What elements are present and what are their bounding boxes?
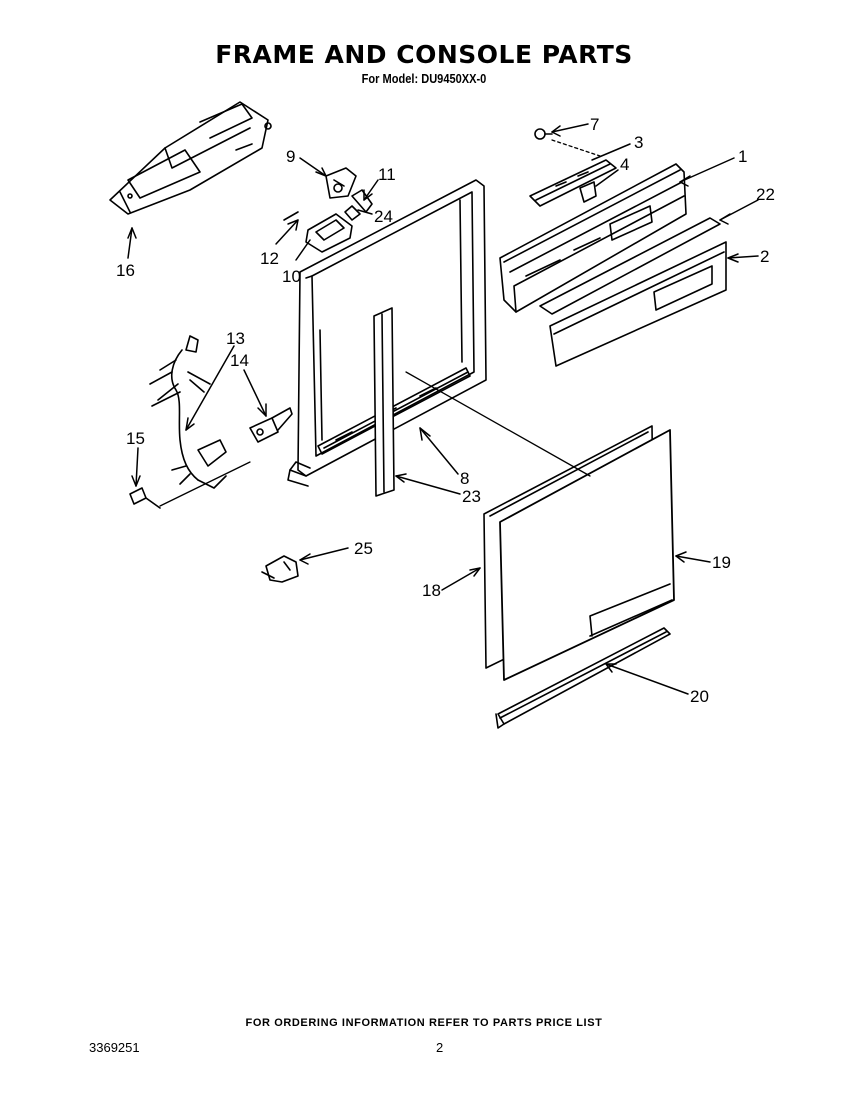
part-19-door-panel <box>499 429 675 681</box>
part-15-screw <box>129 487 161 509</box>
callout-11: 11 <box>378 165 396 184</box>
callout-19: 19 <box>712 553 731 572</box>
callout-1: 1 <box>738 147 747 166</box>
callout-10: 10 <box>282 267 301 286</box>
part-25-clip <box>261 555 299 583</box>
part-1-console-panel <box>499 163 687 313</box>
part-9-11-24-hinge-assembly <box>325 167 373 221</box>
page-number: 2 <box>436 1040 444 1055</box>
document-number: 3369251 <box>89 1040 140 1055</box>
callout-23: 23 <box>462 487 481 506</box>
part-16-cover-bracket <box>109 101 272 215</box>
part-20-bottom-trim <box>495 627 671 729</box>
part-7-screw <box>534 128 553 140</box>
part-13-wire-harness <box>149 335 227 489</box>
part-22-console-trim <box>539 217 721 315</box>
part-3-console-bracket <box>529 159 617 207</box>
callout-7: 7 <box>590 115 599 134</box>
callout-labels: 1 2 3 4 7 8 9 10 11 12 13 14 15 16 18 19… <box>116 115 775 706</box>
leader-lines <box>127 123 759 695</box>
assembly-guide-lines <box>159 139 601 507</box>
ordering-note: FOR ORDERING INFORMATION REFER TO PARTS … <box>245 1017 603 1029</box>
part-23-trim-strip <box>373 307 395 497</box>
callout-15: 15 <box>126 429 145 448</box>
part-14-switch <box>249 407 293 443</box>
callout-24: 24 <box>374 207 393 226</box>
callout-4: 4 <box>620 155 629 174</box>
part-10-hinge-block <box>283 211 353 253</box>
callout-8: 8 <box>460 469 469 488</box>
page-title: FRAME AND CONSOLE PARTS <box>215 40 633 69</box>
callout-3: 3 <box>634 133 643 152</box>
callout-13: 13 <box>226 329 245 348</box>
callout-9: 9 <box>286 147 295 166</box>
callout-20: 20 <box>690 687 709 706</box>
part-2-console-cover <box>549 241 727 367</box>
callout-2: 2 <box>760 247 769 266</box>
model-subtitle: For Model: DU9450XX-0 <box>361 71 487 86</box>
callout-16: 16 <box>116 261 135 280</box>
callout-18: 18 <box>422 581 441 600</box>
callout-22: 22 <box>756 185 775 204</box>
callout-14: 14 <box>230 351 249 370</box>
callout-12: 12 <box>260 249 279 268</box>
callout-25: 25 <box>354 539 373 558</box>
